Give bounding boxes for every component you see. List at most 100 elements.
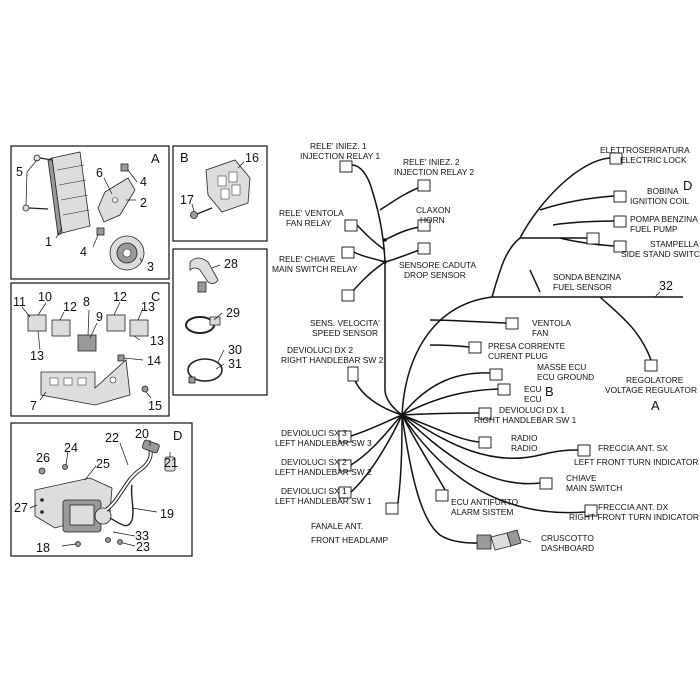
label-radio-en: RADIO <box>511 443 538 453</box>
label-fan-relay: RELE' VENTOLA <box>279 208 344 218</box>
panel-c-frame <box>10 282 170 417</box>
label-left-handlebar-sw2: DEVIOLUCI SX 2 <box>281 457 347 467</box>
screw-part <box>75 541 81 547</box>
label-front-headlamp: FANALE ANT. <box>311 521 363 531</box>
bolt-part <box>190 207 213 219</box>
connector-box <box>339 160 353 173</box>
label-voltage-regulator: REGOLATORE <box>626 375 684 385</box>
nut-part <box>117 354 125 362</box>
panel-c-letter: C <box>151 289 160 304</box>
screw-part <box>22 154 53 212</box>
panel-clips-frame <box>172 248 268 396</box>
spark-cap-part <box>141 439 176 472</box>
part-number: 20 <box>135 427 149 441</box>
label-injection-relay-1-en: INJECTION RELAY 1 <box>300 151 381 161</box>
ref-letter-d: D <box>683 178 692 193</box>
part-number: 6 <box>96 166 103 180</box>
panel-a-frame <box>10 145 170 280</box>
screw-part <box>62 464 68 470</box>
part-number: 10 <box>38 290 52 304</box>
screw-part <box>117 539 123 545</box>
label-left-handlebar-sw3: DEVIOLUCI SX 3 <box>281 428 347 438</box>
part-number: 23 <box>136 540 150 554</box>
label-side-stand-switch-en: SIDE STAND SWITCH <box>621 249 700 259</box>
label-radio: RADIO <box>511 433 538 443</box>
panel-clips: 28 29 30 31 <box>172 248 268 396</box>
label-main-switch: CHIAVE <box>566 473 597 483</box>
part-number: 9 <box>96 310 103 324</box>
panel-a: A <box>10 145 170 280</box>
panel-d-letter: D <box>173 428 182 443</box>
label-injection-relay-2: RELE' INIEZ. 2 <box>403 157 460 167</box>
part-number: 27 <box>14 501 28 515</box>
label-left-front-turn: FRECCIA ANT. SX <box>598 443 668 453</box>
part-number: 12 <box>113 290 127 304</box>
connector-box <box>497 383 511 396</box>
label-side-stand-switch: STAMPELLA <box>650 239 699 249</box>
label-ecu-en: ECU <box>524 394 542 404</box>
label-right-handlebar-sw2: DEVIOLUCI DX 2 <box>287 345 353 355</box>
connector-box <box>577 444 591 457</box>
connector-box <box>613 215 627 228</box>
relay-bracket-part <box>40 359 131 406</box>
label-dashboard-en: DASHBOARD <box>541 543 594 553</box>
part-number: 28 <box>224 257 238 271</box>
connector-box <box>644 359 658 372</box>
connector-box <box>613 190 627 203</box>
connector-box <box>584 504 598 517</box>
connector-box <box>338 459 352 472</box>
label-front-headlamp-en: FRONT HEADLAMP <box>311 535 389 545</box>
label-right-front-turn: FRECCIA ANT. DX <box>598 502 669 512</box>
ecu-unit-part <box>47 151 91 236</box>
label-right-front-turn-en: RIGHT FRONT TURN INDICATOR <box>569 512 699 522</box>
part-number: 16 <box>245 151 259 165</box>
label-fuel-pump: POMPA BENZINA <box>630 214 698 224</box>
connector-box <box>341 289 355 302</box>
label-horn: CLAXON <box>416 205 450 215</box>
label-fuel-pump-en: FUEL PUMP <box>630 224 678 234</box>
label-fan-relay-en: FAN RELAY <box>286 218 332 228</box>
clip-part <box>189 257 219 293</box>
part-number: 4 <box>80 245 87 259</box>
screw-part <box>141 385 149 393</box>
part-number: 2 <box>140 196 147 210</box>
part-number: 13 <box>30 349 44 363</box>
panel-b: B 16 17 <box>172 145 268 242</box>
part-number: 22 <box>105 431 119 445</box>
connector-box <box>435 489 449 502</box>
part-number: 25 <box>96 457 110 471</box>
connector-box <box>417 179 431 192</box>
connector-box <box>338 430 352 443</box>
screw-part <box>105 537 111 543</box>
label-fan: VENTOLA <box>532 318 571 328</box>
label-right-handlebar-sw1-en: RIGHT HANDLEBAR SW 1 <box>474 415 577 425</box>
part-number: 18 <box>36 541 50 555</box>
wiring-harness: 32 <box>272 141 700 553</box>
part-number: 12 <box>63 300 77 314</box>
connector-box <box>613 240 627 253</box>
ref-letter-a: A <box>651 398 660 413</box>
part-number: 13 <box>150 334 164 348</box>
label-voltage-regulator-en: VOLTAGE REGULATOR <box>605 385 697 395</box>
label-main-switch-en: MAIN SWITCH <box>566 483 622 493</box>
part-number: 19 <box>160 507 174 521</box>
label-drop-sensor-en: DROP SENSOR <box>404 270 466 280</box>
part-number: 33 <box>135 529 149 543</box>
label-left-handlebar-sw3-en: LEFT HANDLEBAR SW 3 <box>275 438 372 448</box>
part-number: 29 <box>226 306 240 320</box>
connector-box <box>417 242 431 255</box>
label-right-handlebar-sw2-en: RIGHT HANDLEBAR SW 2 <box>281 355 384 365</box>
connector-box <box>478 436 492 449</box>
label-current-plug-en: CURENT PLUG <box>488 351 548 361</box>
nut-part <box>120 163 129 172</box>
label-ecu: ECU <box>524 384 542 394</box>
connector-box <box>468 341 482 354</box>
part-number: 24 <box>64 441 78 455</box>
label-fuel-sensor: SONDA BENZINA <box>553 272 621 282</box>
relay-part <box>27 314 149 352</box>
connector-box <box>586 232 600 245</box>
label-horn-en: HORN <box>420 215 445 225</box>
label-alarm-system-en: ALARM SISTEM <box>451 507 513 517</box>
part-number: 26 <box>36 451 50 465</box>
ref-letter-b: B <box>545 384 554 399</box>
